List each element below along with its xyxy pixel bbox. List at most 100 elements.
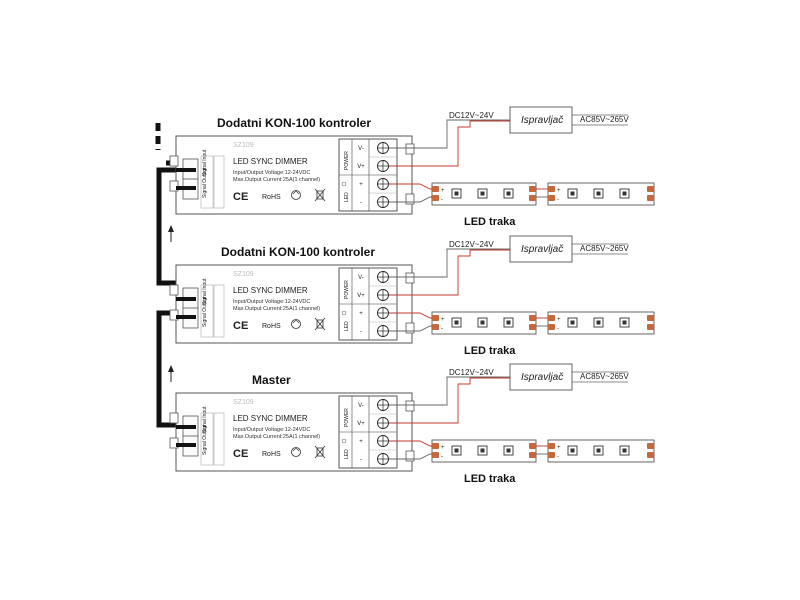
controller-title: Dodatni KON-100 kontroler	[221, 245, 375, 259]
weee-bin-icon	[314, 317, 326, 331]
led-chip-icon	[570, 320, 575, 325]
led-chip-icon	[480, 191, 485, 196]
signal-bus-link-upper	[156, 167, 176, 286]
led-chip-icon	[454, 191, 459, 196]
strip-minus: -	[557, 326, 559, 332]
controller-title: Dodatni KON-100 kontroler	[217, 116, 371, 130]
signal-port-frame	[200, 155, 214, 209]
wire-v-minus	[389, 248, 500, 278]
led-strip-segment-1: +-	[431, 182, 537, 206]
power-label: POWER	[344, 408, 350, 427]
power-wiring: DC12V~24V Ispravljač AC85V~265V	[389, 106, 629, 167]
led-chip-icon	[506, 448, 511, 453]
led-chip-icon	[596, 191, 601, 196]
rectifier-box	[509, 363, 573, 391]
led-strip-label: LED traka	[464, 216, 516, 228]
strip-minus: -	[441, 454, 443, 460]
weee-bin-icon	[316, 319, 324, 329]
weee-bin-icon	[314, 445, 326, 459]
arrow-up-icon	[168, 225, 174, 232]
solder-pad	[529, 186, 536, 192]
weee-bin-icon	[314, 188, 326, 202]
rectifier-box	[509, 106, 573, 134]
solder-pad	[548, 195, 555, 201]
led-chip-icon	[454, 448, 459, 453]
solder-pad	[529, 324, 536, 330]
led-chip-icon	[570, 191, 575, 196]
strip-minus: -	[441, 326, 443, 332]
solder-pad	[647, 452, 654, 458]
wire-v-plus	[389, 120, 510, 167]
led-chip-icon	[622, 320, 627, 325]
rohs-mark: RoHS	[262, 323, 281, 330]
solder-pad	[548, 452, 555, 458]
model-label: SZ109	[233, 142, 254, 149]
wire-v-plus	[389, 377, 510, 424]
mounting-ear	[405, 322, 415, 334]
ac-voltage-label: AC85V~265V	[580, 115, 629, 124]
weee-bin-icon	[314, 317, 326, 331]
solder-pad	[548, 443, 555, 449]
strip-plus: +	[441, 188, 445, 194]
signal-bus-link-lower	[156, 310, 176, 428]
model-label: SZ109	[233, 399, 254, 406]
signal-input-label: Signal Input	[202, 406, 208, 433]
terminal-polarity: V+	[357, 164, 365, 170]
dc-voltage-label: DC12V~24V	[449, 111, 494, 120]
recycle-icon	[291, 319, 301, 329]
terminal-polarity: V+	[357, 421, 365, 427]
solder-pad	[647, 186, 654, 192]
solder-pad	[432, 315, 439, 321]
led-strip-label: LED traka	[464, 345, 516, 357]
spec-current: Max.Output Current:25A(1 channel)	[233, 434, 320, 440]
rectifier-label: Ispravljač	[521, 115, 563, 126]
led-strip-segment-2: +-	[547, 311, 655, 335]
weee-bin-icon	[314, 188, 326, 202]
dc-voltage-label: DC12V~24V	[449, 240, 494, 249]
terminal-polarity: +	[359, 311, 363, 317]
ce-mark: CE	[233, 320, 248, 332]
led-strip-segment-2: +-	[547, 182, 655, 206]
mounting-ear	[405, 272, 415, 284]
device-name: LED SYNC DIMMER	[233, 157, 308, 166]
led-chip-icon	[622, 448, 627, 453]
led-chip-icon	[454, 320, 459, 325]
mounting-ear	[169, 284, 179, 296]
led-label: LED	[344, 192, 350, 202]
led-label: LED	[344, 321, 350, 331]
led-chip-icon	[570, 448, 575, 453]
terminal-polarity: -	[360, 329, 362, 335]
ce-mark: CE	[233, 191, 248, 203]
led-wiring: +- +- LED traka	[389, 182, 655, 228]
mounting-ear	[169, 412, 179, 424]
power-label: POWER	[344, 280, 350, 299]
led-wiring: +-+-LED traka	[389, 311, 655, 357]
model-label: SZ109	[233, 271, 254, 278]
ac-voltage-label: AC85V~265V	[580, 372, 629, 381]
spec-voltage: Input/Output Voltage:12-24VDC	[233, 299, 310, 305]
wire-v-minus	[389, 119, 500, 149]
terminal-polarity: V-	[358, 275, 364, 281]
signal-port-frame	[200, 412, 214, 466]
strip-plus: +	[441, 445, 445, 451]
solder-pad	[529, 315, 536, 321]
rectifier-box	[509, 235, 573, 263]
weee-bin-icon	[316, 447, 324, 457]
led-strip-segment-1: +-	[431, 311, 537, 335]
solder-pad	[548, 324, 555, 330]
led-strip-label: LED traka	[464, 473, 516, 485]
solder-pad	[432, 186, 439, 192]
solder-pad	[529, 443, 536, 449]
strip-plus: +	[441, 317, 445, 323]
mounting-ear	[405, 450, 415, 462]
mounting-ear	[405, 400, 415, 412]
signal-output-label: Signal Output	[202, 424, 208, 455]
terminal-polarity: -	[360, 457, 362, 463]
